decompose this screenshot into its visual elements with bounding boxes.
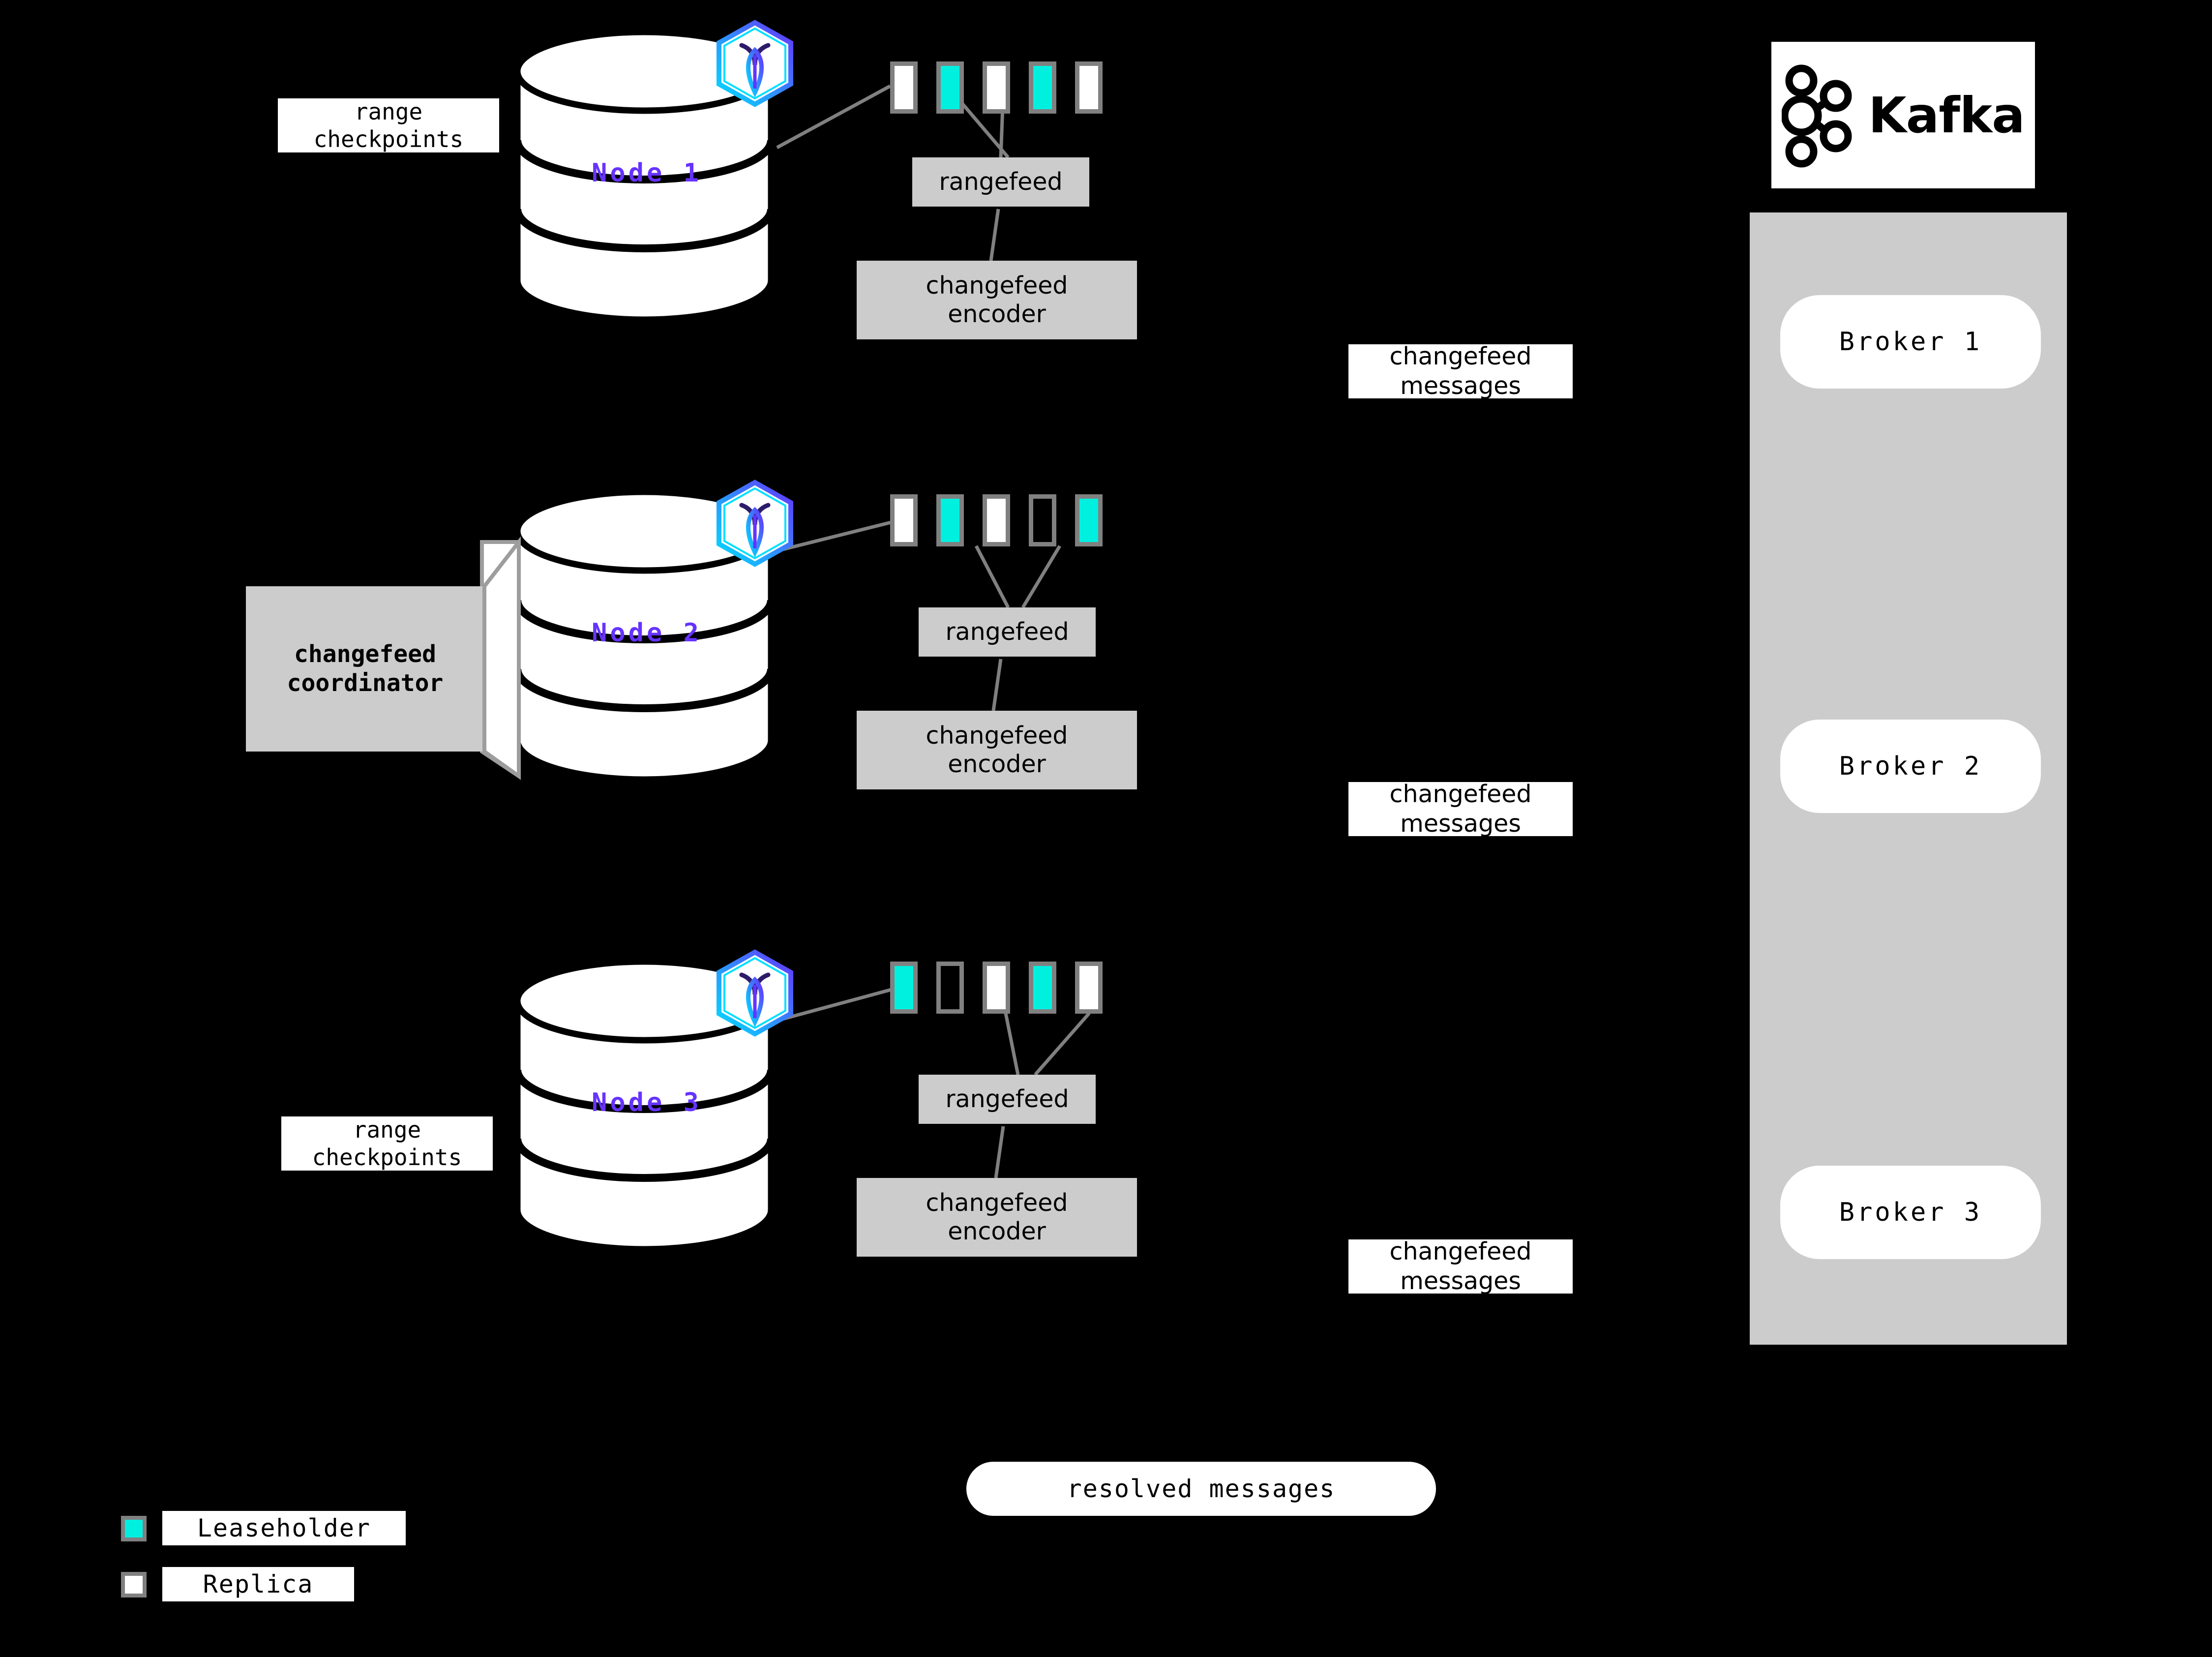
- kafka-logo-box: Kafka: [1771, 42, 2035, 188]
- range-box-replica[interactable]: [983, 61, 1010, 114]
- range-box-replica[interactable]: [890, 494, 918, 546]
- range-box-leaseholder[interactable]: [936, 494, 964, 546]
- changefeed-coordinator-flag[interactable]: [246, 536, 546, 784]
- changefeed-messages-label-2: changefeed messages: [1348, 780, 1573, 838]
- changefeed-coordinator-label: changefeed coordinator: [287, 640, 444, 697]
- legend-label-replica: Replica: [162, 1567, 354, 1601]
- node-2-cylinder: Node 2: [514, 484, 779, 784]
- resolved-messages-pill[interactable]: resolved messages: [966, 1462, 1436, 1516]
- node-1-range-checkpoints-label: range checkpoints: [278, 98, 499, 152]
- range-box-leaseholder[interactable]: [1029, 962, 1056, 1014]
- range-box-leaseholder[interactable]: [1029, 61, 1056, 114]
- node-1-label: Node 1: [592, 158, 702, 188]
- range-box-leaseholder[interactable]: [890, 962, 918, 1014]
- node-2-range-row: [890, 494, 1146, 548]
- changefeed-messages-label-1: changefeed messages: [1348, 342, 1573, 400]
- node-2-changefeed-encoder-box[interactable]: changefeed encoder: [857, 711, 1137, 789]
- legend-label-leaseholder: Leaseholder: [162, 1511, 406, 1545]
- cockroachdb-hexagon-icon: [713, 949, 797, 1040]
- node-3-range-checkpoints-label: range checkpoints: [281, 1116, 493, 1171]
- legend-swatch-replica: [121, 1572, 147, 1597]
- cockroachdb-hexagon-icon: [713, 480, 797, 570]
- node-2-label: Node 2: [592, 618, 702, 648]
- range-box-empty[interactable]: [1029, 494, 1056, 546]
- range-box-leaseholder[interactable]: [936, 61, 964, 114]
- range-box-leaseholder[interactable]: [1075, 494, 1103, 546]
- broker-1[interactable]: Broker 1: [1780, 295, 2041, 389]
- range-box-replica[interactable]: [890, 61, 918, 114]
- range-box-replica[interactable]: [1075, 962, 1103, 1014]
- legend-swatch-leaseholder: [121, 1516, 147, 1541]
- kafka-brand-label: Kafka: [1868, 86, 2025, 144]
- range-box-empty[interactable]: [936, 962, 964, 1014]
- node-3-changefeed-encoder-box[interactable]: changefeed encoder: [857, 1178, 1137, 1257]
- changefeed-messages-label-3: changefeed messages: [1348, 1237, 1573, 1295]
- node-3-label: Node 3: [592, 1088, 702, 1117]
- node-1-rangefeed-box[interactable]: rangefeed: [912, 157, 1089, 207]
- range-box-replica[interactable]: [1075, 61, 1103, 114]
- node-2-rangefeed-box[interactable]: rangefeed: [919, 607, 1096, 657]
- node-3-range-row: [890, 962, 1146, 1016]
- node-3-rangefeed-box[interactable]: rangefeed: [919, 1075, 1096, 1124]
- kafka-node-graph-icon: [1782, 64, 1852, 167]
- node-3-cylinder: Node 3: [514, 954, 779, 1254]
- broker-2[interactable]: Broker 2: [1780, 720, 2041, 813]
- broker-3[interactable]: Broker 3: [1780, 1166, 2041, 1259]
- range-box-replica[interactable]: [983, 494, 1010, 546]
- cockroachdb-hexagon-icon: [713, 20, 797, 110]
- range-box-replica[interactable]: [983, 962, 1010, 1014]
- node-1-changefeed-encoder-box[interactable]: changefeed encoder: [857, 261, 1137, 339]
- node-1-range-row: [890, 61, 1146, 116]
